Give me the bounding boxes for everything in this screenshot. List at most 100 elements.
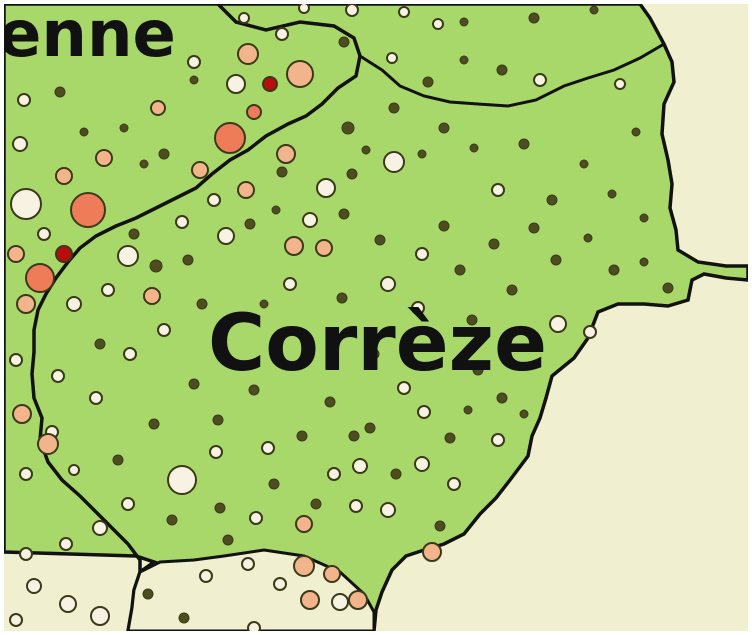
map-marker	[331, 593, 349, 611]
map-marker	[432, 18, 444, 30]
map-marker	[70, 192, 106, 228]
map-marker	[614, 78, 626, 90]
map-marker	[550, 254, 562, 266]
map-marker	[276, 166, 288, 178]
map-marker	[283, 277, 297, 291]
map-marker	[101, 283, 115, 297]
map-marker	[414, 456, 430, 472]
map-marker	[275, 27, 289, 41]
map-marker	[302, 212, 318, 228]
map-marker	[214, 502, 226, 514]
map-marker	[95, 149, 113, 167]
map-marker	[167, 465, 197, 495]
map-marker	[472, 364, 484, 376]
map-marker	[348, 430, 360, 442]
map-marker	[12, 404, 32, 424]
map-marker	[150, 100, 166, 116]
map-marker	[327, 467, 341, 481]
map-marker	[579, 159, 589, 169]
map-marker	[94, 338, 106, 350]
map-marker	[417, 149, 427, 159]
map-marker	[244, 218, 256, 230]
map-marker	[271, 205, 281, 215]
department-label: Corrèze	[208, 299, 547, 389]
map-marker	[199, 569, 213, 583]
map-marker	[259, 299, 269, 309]
map-marker	[226, 74, 246, 94]
map-marker	[16, 294, 36, 314]
map-marker	[55, 245, 73, 263]
map-marker	[261, 441, 275, 455]
map-marker	[374, 234, 386, 246]
map-marker	[463, 405, 473, 415]
map-marker	[19, 547, 33, 561]
map-marker	[608, 264, 620, 276]
department-label-partial: enne	[4, 4, 176, 72]
map-marker	[66, 296, 82, 312]
map-marker	[345, 4, 359, 17]
map-marker	[19, 467, 33, 481]
map-marker	[518, 138, 530, 150]
map-marker	[188, 378, 200, 390]
map-marker	[438, 220, 450, 232]
map-marker	[506, 284, 518, 296]
map-marker	[7, 245, 25, 263]
map-marker	[459, 17, 469, 27]
map-marker	[491, 183, 505, 197]
map-marker	[9, 613, 23, 627]
map-marker	[284, 236, 304, 256]
map-marker	[262, 76, 278, 92]
map-marker	[112, 454, 124, 466]
map-marker	[368, 348, 380, 360]
map-marker	[422, 542, 442, 562]
map-marker	[315, 239, 333, 257]
map-marker	[158, 148, 170, 160]
map-marker	[12, 136, 28, 152]
map-marker	[90, 606, 110, 626]
map-marker	[528, 12, 540, 24]
map-marker	[338, 36, 350, 48]
map-marker	[454, 264, 466, 276]
map-marker	[209, 445, 223, 459]
map-marker	[447, 477, 461, 491]
map-marker	[191, 161, 209, 179]
map-marker	[434, 520, 446, 532]
map-marker	[59, 595, 77, 613]
map-marker	[157, 323, 171, 337]
map-marker	[189, 75, 199, 85]
map-marker	[89, 391, 103, 405]
map-marker	[237, 181, 255, 199]
map-marker	[246, 104, 262, 120]
map-marker	[196, 298, 208, 310]
map-marker	[92, 520, 108, 536]
map-marker	[148, 418, 160, 430]
map-marker	[182, 254, 194, 266]
map-marker	[273, 577, 287, 591]
map-marker	[639, 257, 649, 267]
map-frame: enne Corrèze	[4, 4, 748, 631]
map-marker	[79, 127, 89, 137]
map-marker	[411, 301, 425, 315]
map-marker	[417, 405, 431, 419]
map-marker	[214, 122, 246, 154]
map-marker	[583, 325, 597, 339]
map-marker	[549, 315, 567, 333]
map-marker	[403, 335, 413, 345]
map-marker	[546, 194, 558, 206]
map-marker	[607, 189, 617, 199]
map-marker	[298, 4, 310, 14]
marker-layer	[7, 4, 674, 631]
map-marker	[286, 60, 314, 88]
map-marker	[17, 93, 31, 107]
map-marker	[346, 168, 358, 180]
map-marker	[397, 381, 411, 395]
map-marker	[166, 514, 178, 526]
map-marker	[491, 433, 505, 447]
department-map[interactable]: enne Corrèze	[4, 4, 748, 631]
map-marker	[349, 499, 363, 513]
map-marker	[336, 292, 348, 304]
map-marker	[26, 578, 42, 594]
map-marker	[212, 414, 224, 426]
map-marker	[361, 145, 371, 155]
map-marker	[37, 227, 51, 241]
